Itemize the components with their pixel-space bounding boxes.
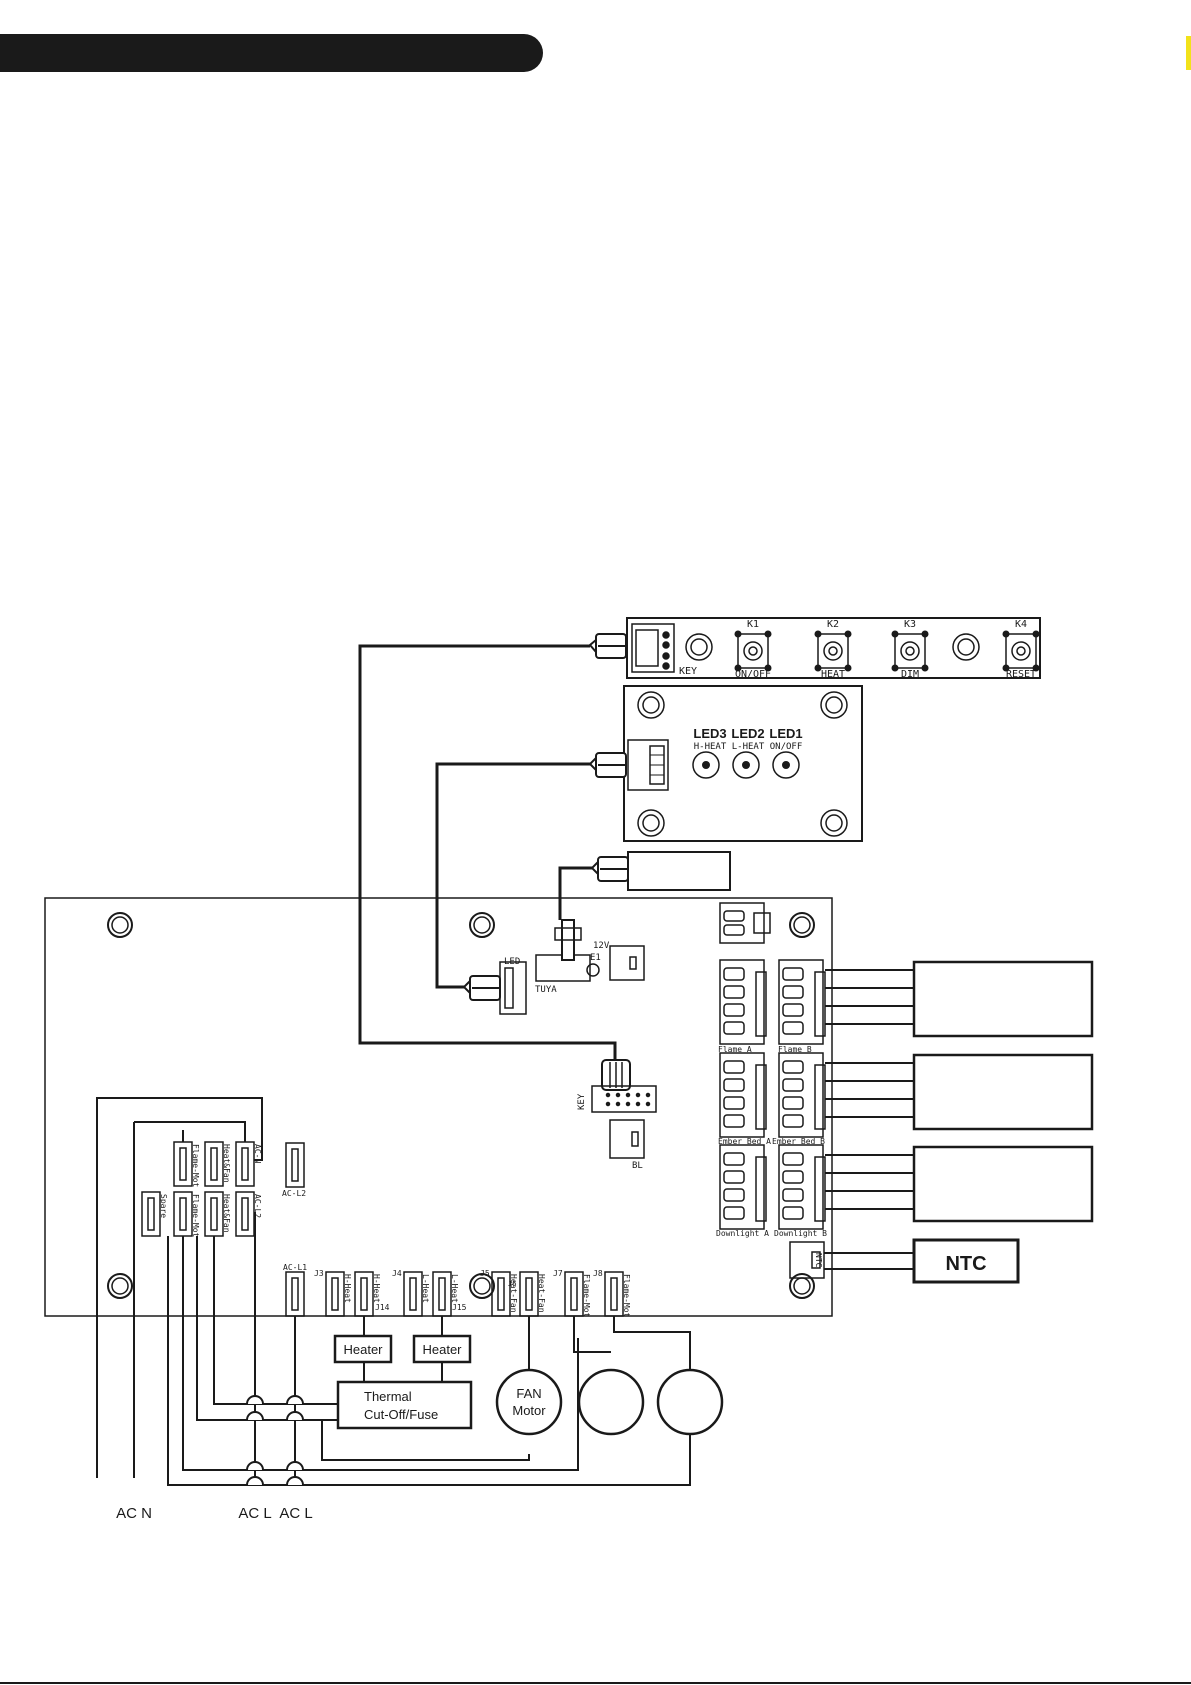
- accent-mark: [1186, 36, 1191, 70]
- bl-header-label: BL: [632, 1161, 643, 1171]
- bottom-term-j14: J14: [375, 1303, 390, 1312]
- ntc-header-label: NTC: [814, 1253, 823, 1268]
- bottom-term-flame-mot-2: Flame-Mot: [622, 1274, 631, 1318]
- left-term-spare: Spare: [159, 1194, 168, 1218]
- bottom-term-h-heat-1: H-Heat: [343, 1274, 352, 1303]
- bottom-term-j4: J4: [392, 1269, 402, 1278]
- harness-wires: [358, 644, 617, 1060]
- ntc-box-label: NTC: [945, 1253, 986, 1275]
- bottom-term-j5: J5: [480, 1269, 490, 1278]
- downlight-a-label: Downlight A: [716, 1229, 769, 1238]
- ac-n-label: AC N: [116, 1505, 152, 1522]
- left-term-ac-n: AC-N: [253, 1144, 262, 1163]
- ac-l-label-1: AC L: [238, 1505, 271, 1522]
- thermal-label-1: Thermal: [364, 1389, 412, 1404]
- bottom-term-heat-fan-2: Heat-Fan: [537, 1274, 546, 1313]
- bottom-term-j8: J8: [593, 1269, 603, 1278]
- k4-ref: K4: [1015, 619, 1027, 630]
- led2-ref: LED2: [731, 726, 764, 741]
- motors: [495, 1368, 724, 1436]
- left-term-ac-l2-a: AC-L2: [253, 1194, 262, 1218]
- wire-crossovers: [246, 1395, 304, 1486]
- fan-motor-label-2: Motor: [512, 1403, 546, 1418]
- led-plug: [588, 752, 627, 778]
- left-term-flame-mot-2: Flame-Mot: [191, 1194, 200, 1238]
- e1-label: E1: [590, 953, 601, 963]
- bottom-term-heat-fan-1: Heat-Fan: [509, 1274, 518, 1313]
- led2-label: L-HEAT: [732, 742, 765, 752]
- led1-label: ON/OFF: [770, 742, 803, 752]
- external-boxes: [912, 960, 1094, 1284]
- heater-2-label: Heater: [422, 1342, 462, 1357]
- k1-label: ON/OFF: [735, 669, 771, 680]
- ember-bed-a-label: Ember Bed A: [718, 1137, 771, 1146]
- tuya-module: [590, 851, 731, 891]
- key-button-k3: K3 DIM: [891, 619, 929, 680]
- flame-b-label: Flame B: [778, 1045, 812, 1054]
- ac-l-label-2: AC L: [279, 1505, 312, 1522]
- k2-ref: K2: [827, 619, 839, 630]
- fan-motor-label-1: FAN: [516, 1386, 541, 1401]
- main-board-connectors: [499, 902, 771, 1159]
- downlight-b-label: Downlight B: [774, 1229, 827, 1238]
- bottom-term-h-heat-2: H-Heat: [372, 1274, 381, 1303]
- bottom-term-ac-l1: AC-L1: [283, 1263, 307, 1272]
- tuya-header-label: TUYA: [535, 985, 557, 995]
- bottom-term-j15: J15: [452, 1303, 467, 1312]
- k2-label: HEAT: [821, 669, 845, 680]
- main-board-plugs: [462, 975, 501, 1001]
- flame-a-label: Flame A: [718, 1045, 752, 1054]
- k4-label: RESET: [1006, 669, 1036, 680]
- bottom-term-j6: J6: [508, 1280, 516, 1288]
- right-connector-grid: [719, 959, 826, 1279]
- left-term-ac-l2-b: AC-L2: [282, 1189, 306, 1198]
- key-board: [626, 617, 1041, 679]
- key-plug: [588, 633, 627, 659]
- heater-boxes: [333, 1334, 473, 1430]
- left-term-heat-fan-2: Heat&Fan: [222, 1194, 231, 1233]
- bottom-term-j7: J7: [553, 1269, 563, 1278]
- key-button-k4: K4 RESET: [1002, 619, 1040, 680]
- heater-1-label: Heater: [343, 1342, 383, 1357]
- led1-ref: LED1: [769, 726, 802, 741]
- header-bar: [0, 34, 543, 72]
- key-header-label: KEY: [577, 1093, 587, 1110]
- key-board-key-label: KEY: [679, 666, 697, 677]
- key-button-k2: K2 HEAT: [814, 619, 852, 680]
- k3-ref: K3: [904, 619, 916, 630]
- left-term-heat-fan-1: Heat&Fan: [222, 1144, 231, 1183]
- left-term-flame-mot-1: Flame-Mot: [191, 1144, 200, 1188]
- led-board: [623, 685, 863, 842]
- key-button-k1: K1 ON/OFF: [734, 619, 772, 680]
- led-header-label: LED: [504, 957, 520, 967]
- thermal-label-2: Cut-Off/Fuse: [364, 1407, 438, 1422]
- ember-bed-b-label: Ember Bed B: [772, 1137, 825, 1146]
- bottom-term-flame-mot-1: Flame-Mot: [582, 1274, 591, 1318]
- k1-ref: K1: [747, 619, 759, 630]
- k3-label: DIM: [901, 669, 919, 680]
- v12-label: 12V: [593, 941, 610, 951]
- bottom-term-j3: J3: [314, 1269, 324, 1278]
- bottom-term-l-heat-1: L-Heat: [421, 1274, 430, 1303]
- bottom-term-l-heat-2: L-Heat: [450, 1274, 459, 1303]
- led3-ref: LED3: [693, 726, 726, 741]
- led3-label: H-HEAT: [694, 742, 727, 752]
